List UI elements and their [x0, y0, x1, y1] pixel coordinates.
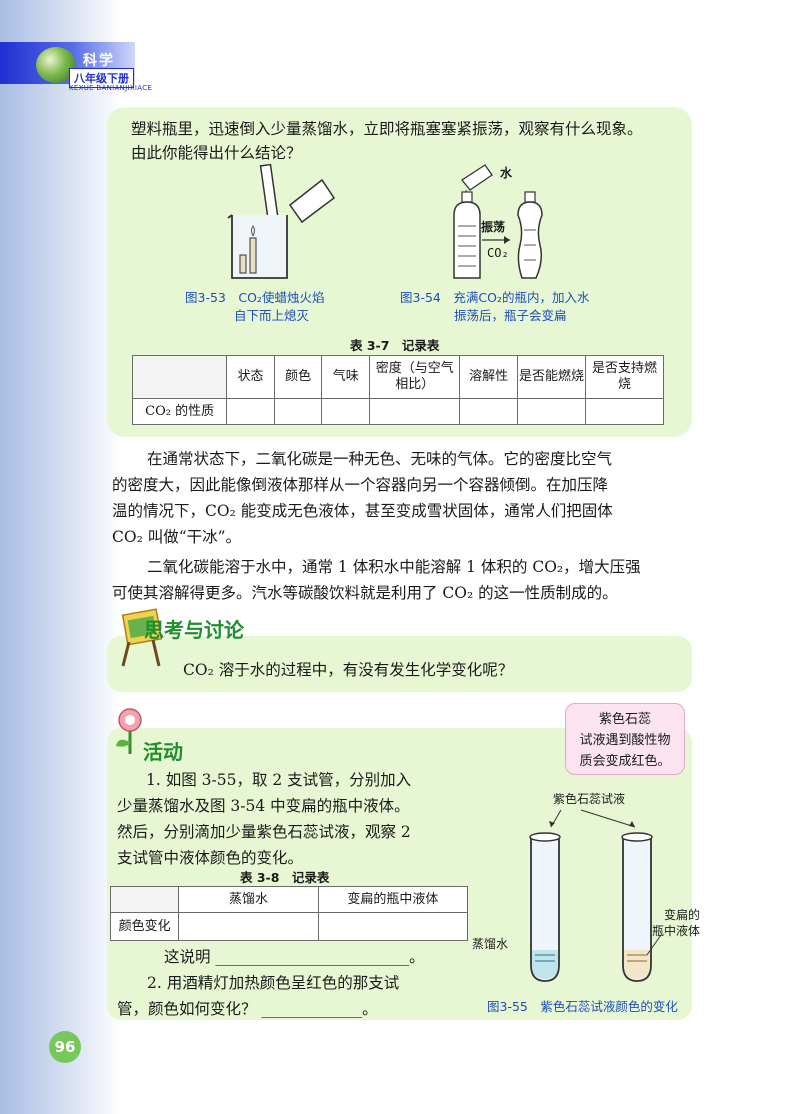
note-line-1: 紫色石蕊	[598, 712, 651, 727]
table-cell[interactable]	[226, 398, 275, 425]
think-question: CO₂ 溶于水的过程中，有没有发生化学变化呢？	[183, 661, 514, 679]
litmus-note: 紫色石蕊 试液遇到酸性物 质会变成红色。	[565, 703, 685, 775]
step-2-line-2: 管，颜色如何变化？ _____________。	[117, 1000, 378, 1018]
table-3-7-header-supports-combustion: 是否支持燃烧	[584, 355, 665, 399]
think-panel	[107, 636, 692, 692]
figure-3-54-label-shake: 振荡	[481, 220, 506, 234]
table-3-7-header-color: 颜色	[273, 355, 323, 399]
table-3-8-title: 表 3-8 记录表	[240, 870, 330, 885]
pinyin-label: KEXUE BANIANJIXIACE	[69, 84, 153, 92]
conclusion-line: 这说明 _________________________。	[164, 948, 425, 966]
figure-3-54-label-co2: CO₂	[487, 246, 509, 260]
figure-3-55-illustration	[529, 809, 662, 982]
intro-line-2: 由此你能得出什么结论？	[131, 144, 302, 162]
table-cell[interactable]	[178, 912, 319, 941]
grade-label: 八年级下册	[69, 68, 134, 88]
step-1-line-2: 少量蒸馏水及图 3-54 中变扁的瓶中液体。	[117, 797, 410, 815]
table-3-7: 状态 颜色 气味 密度（与空气相比） 溶解性 是否能燃烧 是否支持燃烧 CO₂ …	[131, 355, 665, 425]
table-3-7-header-odor: 气味	[321, 355, 371, 399]
think-discuss-title: 思考与讨论	[144, 618, 244, 642]
table-cell[interactable]	[321, 398, 371, 425]
step-1-line-1: 1. 如图 3-55，取 2 支试管，分别加入	[146, 771, 412, 789]
intro-line-1: 塑料瓶里，迅速倒入少量蒸馏水，立即将瓶塞塞紧振荡，观察有什么现象。	[131, 120, 643, 138]
paragraph-1-line-3: 温的情况下，CO₂ 能变成无色液体，甚至变成雪状固体，通常人们把固体	[112, 502, 613, 520]
table-3-7-header-solubility: 溶解性	[459, 355, 519, 399]
table-cell[interactable]	[517, 398, 586, 425]
table-cell[interactable]	[317, 912, 469, 941]
activity-title: 活动	[143, 740, 183, 764]
step-1-line-3: 然后，分别滴加少量紫色石蕊试液，观察 2	[117, 823, 411, 841]
figure-3-54-caption-line-2: 振荡后，瓶子会变扁	[454, 308, 567, 323]
subject-title: 科学	[83, 53, 115, 69]
figure-3-53-illustration	[227, 163, 336, 279]
note-line-3: 质会变成红色。	[579, 754, 671, 769]
figure-3-54-illustration	[453, 164, 543, 279]
table-3-7-header-combustible: 是否能燃烧	[517, 355, 586, 399]
figure-3-53-caption-line-1: 图3-53 CO₂使蜡烛火焰	[185, 290, 325, 305]
table-3-8-corner	[109, 886, 180, 913]
left-margin-band	[0, 0, 122, 1114]
table-3-8-row-label: 颜色变化	[109, 912, 180, 941]
figure-3-55-label-liquid-line-2: 瓶中液体	[652, 924, 701, 938]
table-3-8: 蒸馏水 变扁的瓶中液体 颜色变化	[109, 886, 469, 941]
table-3-8-header-bottle-liquid: 变扁的瓶中液体	[317, 886, 469, 913]
table-3-7-header-density: 密度（与空气相比）	[369, 355, 461, 399]
paragraph-1-line-1: 在通常状态下，二氧化碳是一种无色、无味的气体。它的密度比空气	[147, 450, 613, 468]
figure-3-54-label-water: 水	[500, 166, 513, 180]
paragraph-2-line-1: 二氧化碳能溶于水中，通常 1 体积水中能溶解 1 体积的 CO₂，增大压强	[147, 558, 641, 576]
flower-icon	[116, 708, 142, 754]
step-1-line-4: 支试管中液体颜色的变化。	[117, 849, 304, 867]
table-3-8-header-distilled-water: 蒸馏水	[178, 886, 319, 913]
activity-panel	[107, 728, 692, 1020]
paragraph-1-line-2: 的密度大，因此能像倒液体那样从一个容器向另一个容器倾倒。在加压降	[112, 476, 609, 494]
table-3-7-title: 表 3-7 记录表	[350, 338, 440, 353]
table-cell[interactable]	[584, 398, 665, 425]
paragraph-1-line-4: CO₂ 叫做“干冰”。	[112, 528, 242, 546]
table-3-7-corner	[131, 355, 228, 399]
figure-3-54-caption-line-1: 图3-54 充满CO₂的瓶内，加入水	[400, 290, 590, 305]
table-3-7-header-state: 状态	[226, 355, 275, 399]
note-line-2: 试液遇到酸性物	[579, 733, 671, 748]
table-3-7-row-label: CO₂ 的性质	[131, 398, 228, 425]
step-2-line-1: 2. 用酒精灯加热颜色呈红色的那支试	[147, 974, 400, 992]
figure-3-53-caption-line-2: 自下而上熄灭	[234, 308, 310, 323]
table-cell[interactable]	[369, 398, 461, 425]
page-number: 96	[49, 1031, 81, 1063]
table-cell[interactable]	[459, 398, 519, 425]
figure-3-55-label-litmus: 紫色石蕊试液	[553, 792, 626, 806]
figure-3-55-label-liquid-line-1: 变扁的	[664, 908, 701, 922]
paragraph-2-line-2: 可使其溶解得更多。汽水等碳酸饮料就是利用了 CO₂ 的这一性质制成的。	[112, 584, 618, 602]
book-easel-icon	[121, 608, 163, 667]
figure-3-55-label-water: 蒸馏水	[472, 937, 509, 951]
figure-3-55-caption: 图3-55 紫色石蕊试液颜色的变化	[487, 999, 678, 1014]
table-cell[interactable]	[273, 398, 323, 425]
